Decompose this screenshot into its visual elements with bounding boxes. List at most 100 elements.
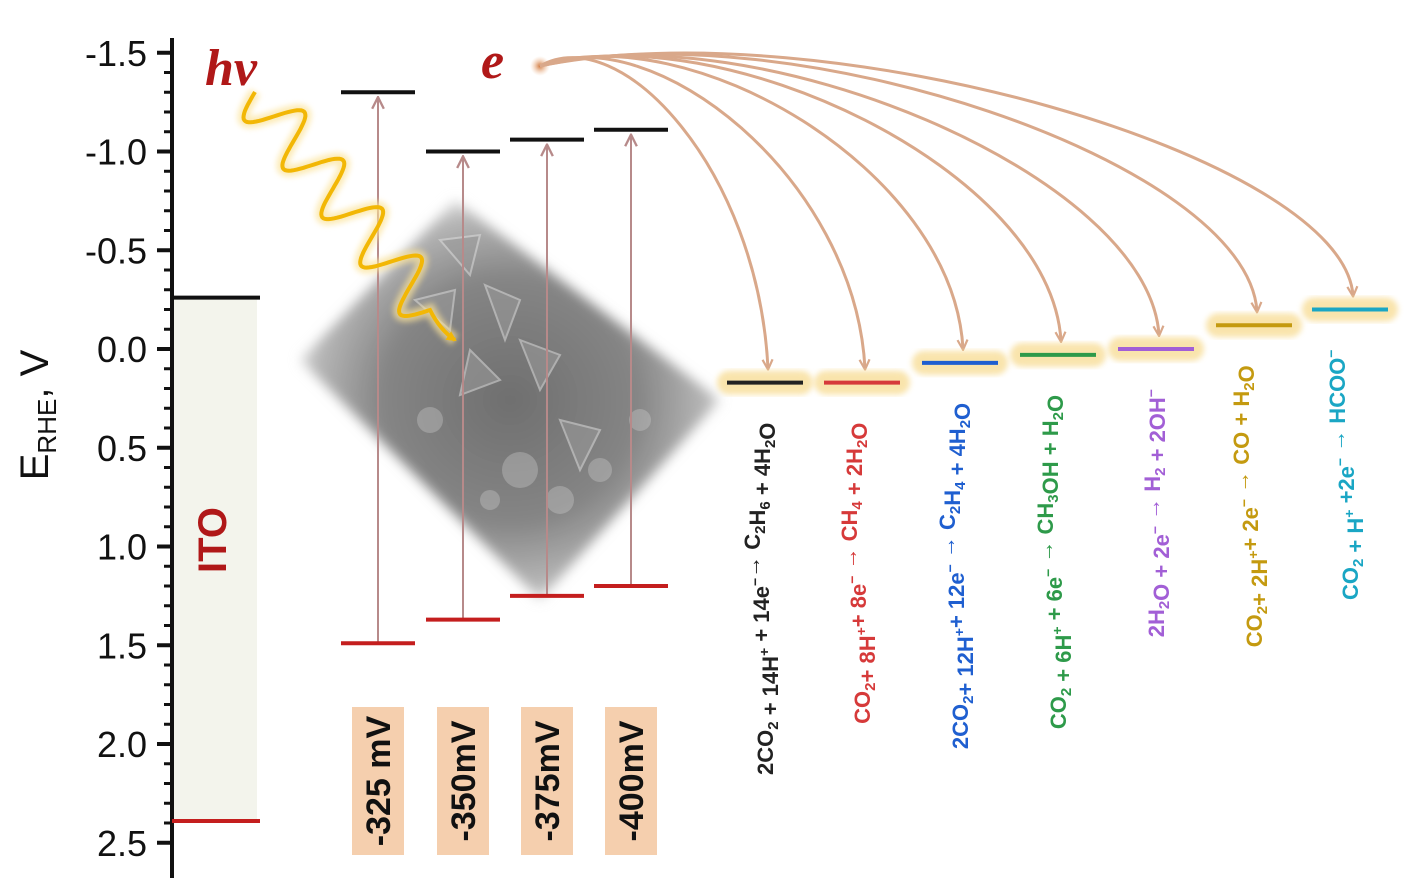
- equation-part: −: [1236, 499, 1252, 507]
- equation-part: 2: [1152, 468, 1169, 476]
- y-axis: -1.5-1.0-0.50.00.51.01.52.02.5: [85, 33, 174, 878]
- bias-label: -375mV: [529, 720, 567, 841]
- equation-part: O: [755, 423, 780, 440]
- photocathode-bands: -325 mV -350mV -375mV -400mV: [341, 90, 668, 855]
- y-axis-label: ERHE, V: [13, 349, 62, 480]
- equation-part: 2: [752, 525, 769, 533]
- reaction-equation: CO2+ 2H++ 2e− → CO + H2O: [1229, 365, 1272, 647]
- equation-part: + 12H: [953, 636, 978, 695]
- equation-part: OH + H: [1038, 420, 1063, 494]
- equation-part: 2: [854, 440, 871, 448]
- reaction-equation: CO2 + 6H+ + 6e− → CH3OH + H2O: [1033, 395, 1076, 729]
- equation-part: 2H: [1144, 609, 1169, 637]
- equation-part: +: [853, 627, 869, 635]
- photon-energy-label: hv: [205, 40, 258, 97]
- electron-label: e: [481, 33, 504, 90]
- tick-label: 1.5: [97, 625, 147, 666]
- equation-part: + 2H: [842, 448, 867, 501]
- equation-part: O: [847, 423, 872, 440]
- equation-part: CO: [1046, 696, 1071, 729]
- equation-part: H: [940, 490, 965, 506]
- equation-part: 2: [765, 721, 782, 729]
- reaction-equation: CO2+ 8H++ 8e− → CH4 + 2H2O: [837, 423, 880, 724]
- equation-part: +: [1245, 551, 1261, 559]
- ito-electrode: ITO: [172, 295, 260, 824]
- equation-part: 2CO: [948, 704, 973, 749]
- equation-part: CO: [850, 691, 875, 724]
- tick-label: -1.5: [85, 33, 147, 74]
- equation-part: 2: [1241, 382, 1258, 390]
- tick-label: -1.0: [85, 132, 147, 173]
- equation-part: −: [1143, 389, 1159, 397]
- equation-part: −: [942, 564, 958, 572]
- electron-arrow: [539, 55, 963, 348]
- equation-part: 4: [849, 501, 866, 510]
- tick-label: 0.0: [97, 329, 147, 370]
- equation-part: −: [1323, 350, 1339, 358]
- equation-part: +: [951, 628, 967, 636]
- equation-part: −: [844, 576, 860, 584]
- bias-box: [352, 707, 404, 855]
- equation-part: 2: [1254, 606, 1271, 614]
- equation-part: 2: [1350, 559, 1367, 567]
- bias-box: [605, 707, 657, 855]
- equation-part: CO: [1338, 567, 1363, 600]
- equation-part: −: [1147, 526, 1163, 534]
- bias-label: -400mV: [613, 720, 651, 841]
- equation-part: 2CO: [753, 730, 778, 775]
- equation-part: CO: [1242, 614, 1267, 647]
- equation-part: 2: [762, 440, 779, 448]
- equation-part: + 2OH: [1145, 397, 1170, 467]
- tick-label: 0.5: [97, 428, 147, 469]
- equation-part: 2: [1156, 601, 1173, 609]
- bias-label: -350mV: [445, 720, 483, 841]
- equation-part: + 8H: [855, 635, 880, 682]
- equation-part: → HCOO: [1325, 358, 1350, 458]
- reaction-equation: CO2 + H+ +2e− → HCOO−: [1323, 350, 1368, 601]
- photon: [237, 88, 459, 345]
- reaction-equation: 2CO2+ 12H++ 12e− → C2H4 + 4H2O: [935, 403, 978, 749]
- equation-part: + 2e: [1238, 507, 1263, 550]
- bias-box: [521, 707, 573, 855]
- equation-part: 3: [1045, 494, 1062, 502]
- equation-part: O + 2e: [1149, 534, 1174, 601]
- equation-part: + 12e: [944, 572, 969, 628]
- equation-part: −: [747, 578, 763, 586]
- equation-part: 2: [1058, 688, 1075, 696]
- bias-box: [437, 707, 489, 855]
- electron-transfer-arrows: [539, 51, 1353, 369]
- tick-label: -0.5: [85, 230, 147, 271]
- equation-part: → C: [935, 514, 960, 564]
- equation-part: + 4H: [945, 428, 970, 481]
- equation-part: + 6e: [1042, 577, 1067, 627]
- equation-part: 2: [957, 420, 974, 428]
- equation-part: 2: [862, 682, 879, 690]
- equation-part: → CO + H: [1229, 391, 1254, 499]
- equation-part: → CH: [837, 510, 862, 576]
- bias-label: -325 mV: [360, 715, 398, 846]
- equation-part: O: [1043, 395, 1068, 412]
- equation-part: + H: [1343, 518, 1368, 559]
- tick-label: 2.5: [97, 823, 147, 864]
- reaction-equation: 2CO2 + 14H+ + 14e−→ C2H6 + 4H2O: [740, 423, 783, 775]
- equation-part: → CH: [1033, 503, 1058, 569]
- equation-part: O: [950, 403, 975, 420]
- equation-part: −: [1040, 569, 1056, 577]
- electron-arrow: [539, 54, 1061, 341]
- equation-part: +: [1049, 626, 1065, 634]
- equation-part: +2e: [1334, 466, 1359, 509]
- equation-part: 2: [1050, 412, 1067, 420]
- equation-part: −: [1332, 458, 1348, 466]
- equation-part: + 14e: [749, 586, 774, 648]
- tick-label: 2.0: [97, 724, 147, 765]
- equation-part: H: [745, 510, 770, 526]
- equation-part: 6: [757, 501, 774, 509]
- equation-part: + 6H: [1051, 635, 1076, 688]
- equation-part: O: [1234, 365, 1259, 382]
- ito-band-fill: [174, 297, 257, 822]
- electron-arrow: [539, 51, 1353, 295]
- equation-part: +: [1341, 510, 1357, 518]
- equation-part: + 2H: [1247, 559, 1272, 606]
